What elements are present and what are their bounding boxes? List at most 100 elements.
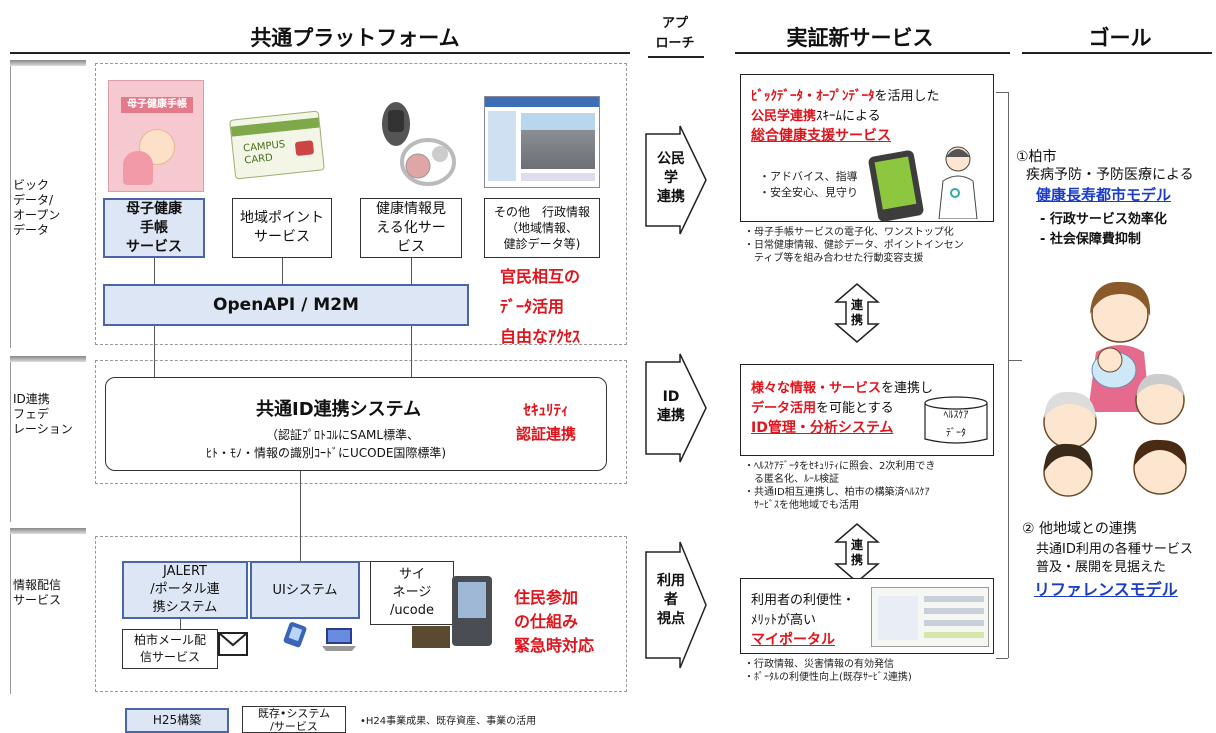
connector-boshi xyxy=(154,258,155,284)
goal-header: ゴール xyxy=(1088,26,1152,50)
info-layer-tag: 情報配信 サービス xyxy=(10,534,85,694)
red-info-text: 住民参加 の仕組み 緊急時対応 xyxy=(514,586,594,658)
mother-figure xyxy=(123,151,153,185)
red-info-line-3: 緊急時対応 xyxy=(514,636,595,655)
service-1-bullets: ・アドバイス、指導 ・安全安心、見守り xyxy=(759,170,858,199)
website-header-bar xyxy=(485,97,599,107)
data-layer-label-2: データ/ xyxy=(13,193,54,207)
ui-system-box: UIシステム xyxy=(250,561,360,619)
service-1-line-1-rest: を活用した xyxy=(874,89,940,104)
service-2-line-1: 様々な情報・サービスを連携し xyxy=(751,377,933,396)
renkei-1-line-2: 携 xyxy=(850,313,863,327)
service-1-line-2: 公民学連携ｽｷｰﾑによる xyxy=(751,105,881,124)
legend-existing-line-2: /サービス xyxy=(270,719,318,733)
portal-bar-2 xyxy=(924,596,984,602)
goal-1-title: ①柏市 xyxy=(1016,149,1057,165)
goal-2-link[interactable]: リファレンスモデル xyxy=(1034,580,1178,599)
approach-1-line-1: 公民 xyxy=(657,151,685,167)
jalert-line-2: /ポータル連 xyxy=(150,582,220,597)
info-layer-label-1: 情報配信 xyxy=(13,578,62,592)
kenko-line-1: 健康情報見 xyxy=(376,200,446,217)
approach-header-line-2: ローチ xyxy=(655,36,695,51)
envelope-icon xyxy=(218,632,248,656)
service-1-bigdata: ﾋﾞｯｸﾃﾞｰﾀ・ｵｰﾌﾟﾝﾃﾞｰﾀ xyxy=(751,89,875,104)
legend-existing-box: 既存•システム /サービス xyxy=(242,706,346,733)
renkei-2-line-2: 携 xyxy=(850,553,863,567)
right-arrow-3 xyxy=(645,541,707,669)
boshi-line-3: サービス xyxy=(126,238,182,255)
mail-service-box: 柏市メール配 信サービス xyxy=(122,629,218,669)
connector-kenko xyxy=(411,258,412,284)
approach-1-line-3: 連携 xyxy=(657,189,685,205)
red-info-line-2: の仕組み xyxy=(514,612,579,631)
portal-screenshot-image xyxy=(871,587,989,647)
jalert-box: JALERT /ポータル連 携システム xyxy=(122,561,248,619)
approach-1-line-2: 学 xyxy=(664,170,678,186)
approach-header: アプ ローチ xyxy=(650,14,700,54)
portal-bar-1 xyxy=(878,596,918,640)
mail-line-1: 柏市メール配 xyxy=(133,633,206,647)
security-red-text: ｾｷｭﾘﾃｨ 認証連携 xyxy=(516,398,576,446)
id-system-box: 共通ID連携システム （認証ﾌﾟﾛﾄｺﾙにSAML標準、 ﾋﾄ・ﾓﾉ・情報の識別… xyxy=(105,377,607,471)
signage-line-3: /ucode xyxy=(390,603,434,618)
person-at-door-image xyxy=(412,626,450,648)
jalert-line-1: JALERT xyxy=(163,564,207,579)
point-service-box: 地域ポイント サービス xyxy=(232,198,332,258)
info-layer-frame xyxy=(95,536,627,692)
card-image: CAMPUS CARD xyxy=(229,110,325,180)
bidirectional-arrow-1 xyxy=(833,283,881,343)
connector-api-id-mid xyxy=(411,326,412,378)
service-1-line-2-rest: ｽｷｰﾑによる xyxy=(816,109,881,124)
bracket-bottom xyxy=(996,658,1008,659)
book-title: 母子健康手帳 xyxy=(121,97,193,113)
approach-3-label: 利用 者 視点 xyxy=(656,572,686,629)
database-label-2: ﾃﾞｰﾀ xyxy=(946,428,966,439)
platform-header-line xyxy=(10,52,630,54)
kiosk-screen xyxy=(458,582,486,618)
approach-header-line xyxy=(648,56,704,58)
service-1-notes: ・母子手帳サービスの電子化、ワンストップ化 ・日常健康情報、健診データ、ポイント… xyxy=(744,227,964,264)
website-footer xyxy=(521,173,595,181)
data-layer-label-3: オープン xyxy=(13,208,61,222)
id-system-sub-1: （認証ﾌﾟﾛﾄｺﾙにSAML標準、 xyxy=(266,428,420,442)
website-photo xyxy=(521,113,595,169)
signage-line-1: サイ xyxy=(398,567,425,582)
red-info-line-1: 住民参加 xyxy=(514,588,579,607)
approach-1-label: 公民 学 連携 xyxy=(656,150,686,207)
band-svg xyxy=(382,102,456,186)
boshi-line-1: 母子健康 xyxy=(126,200,182,217)
service-1-kouminngaku: 公民学連携 xyxy=(751,109,817,124)
id-layer-label-1: ID連携 xyxy=(13,392,50,406)
signage-box: サイ ネージ /ucode xyxy=(370,561,454,625)
database-icon xyxy=(923,395,989,447)
legend-h25-box: H25構築 xyxy=(125,708,229,733)
card-stripe xyxy=(230,117,320,137)
id-layer-label-3: レーション xyxy=(13,422,73,436)
service-3-line-1: 利用者の利便性・ xyxy=(751,593,856,608)
goal-2-line-1: 共通ID利用の各種サービス xyxy=(1036,542,1193,557)
sonota-line-1: その他 行政情報 xyxy=(493,205,590,219)
band-image xyxy=(368,96,460,192)
boshi-service-box: 母子健康 手帳 サービス xyxy=(103,198,205,258)
data-layer-label-4: データ xyxy=(13,223,50,237)
goal-1-link[interactable]: 健康長寿都市モデル xyxy=(1036,186,1172,204)
right-arrow-2 xyxy=(645,353,707,463)
service-2-line-2-rest: を可能とする xyxy=(816,401,894,416)
approach-3-line-2: 者 xyxy=(664,592,678,608)
kenko-line-3: ビス xyxy=(397,238,425,255)
goal-1-bullet-2: - 社会保障費抑制 xyxy=(1040,232,1141,247)
goal-1-line: 疾病予防・予防医療による xyxy=(1026,167,1194,183)
service-3-notes: ・行政情報、災害情報の有効発信 ・ﾎﾟｰﾀﾙの利便性向上(既存ｻｰﾋﾞｽ連携) xyxy=(744,659,912,683)
kenko-line-2: える化サー xyxy=(376,219,446,236)
service-1-line-3: 総合健康支援サービス xyxy=(751,128,891,144)
card-chip xyxy=(294,140,315,157)
approach-2-line-2: 連携 xyxy=(657,408,685,424)
goal-2-line-2: 普及・展開を見据えた xyxy=(1036,560,1167,575)
service-2-data: データ活用 xyxy=(751,401,817,416)
family-illustration xyxy=(1030,272,1210,508)
service-3-line-2: ﾒﾘｯﾄが高い xyxy=(751,613,817,628)
id-layer-band xyxy=(10,356,86,362)
boshi-line-2: 手帳 xyxy=(140,219,168,236)
approach-3-line-1: 利用 xyxy=(657,573,685,589)
id-system-title: 共通ID連携システム xyxy=(256,399,422,420)
